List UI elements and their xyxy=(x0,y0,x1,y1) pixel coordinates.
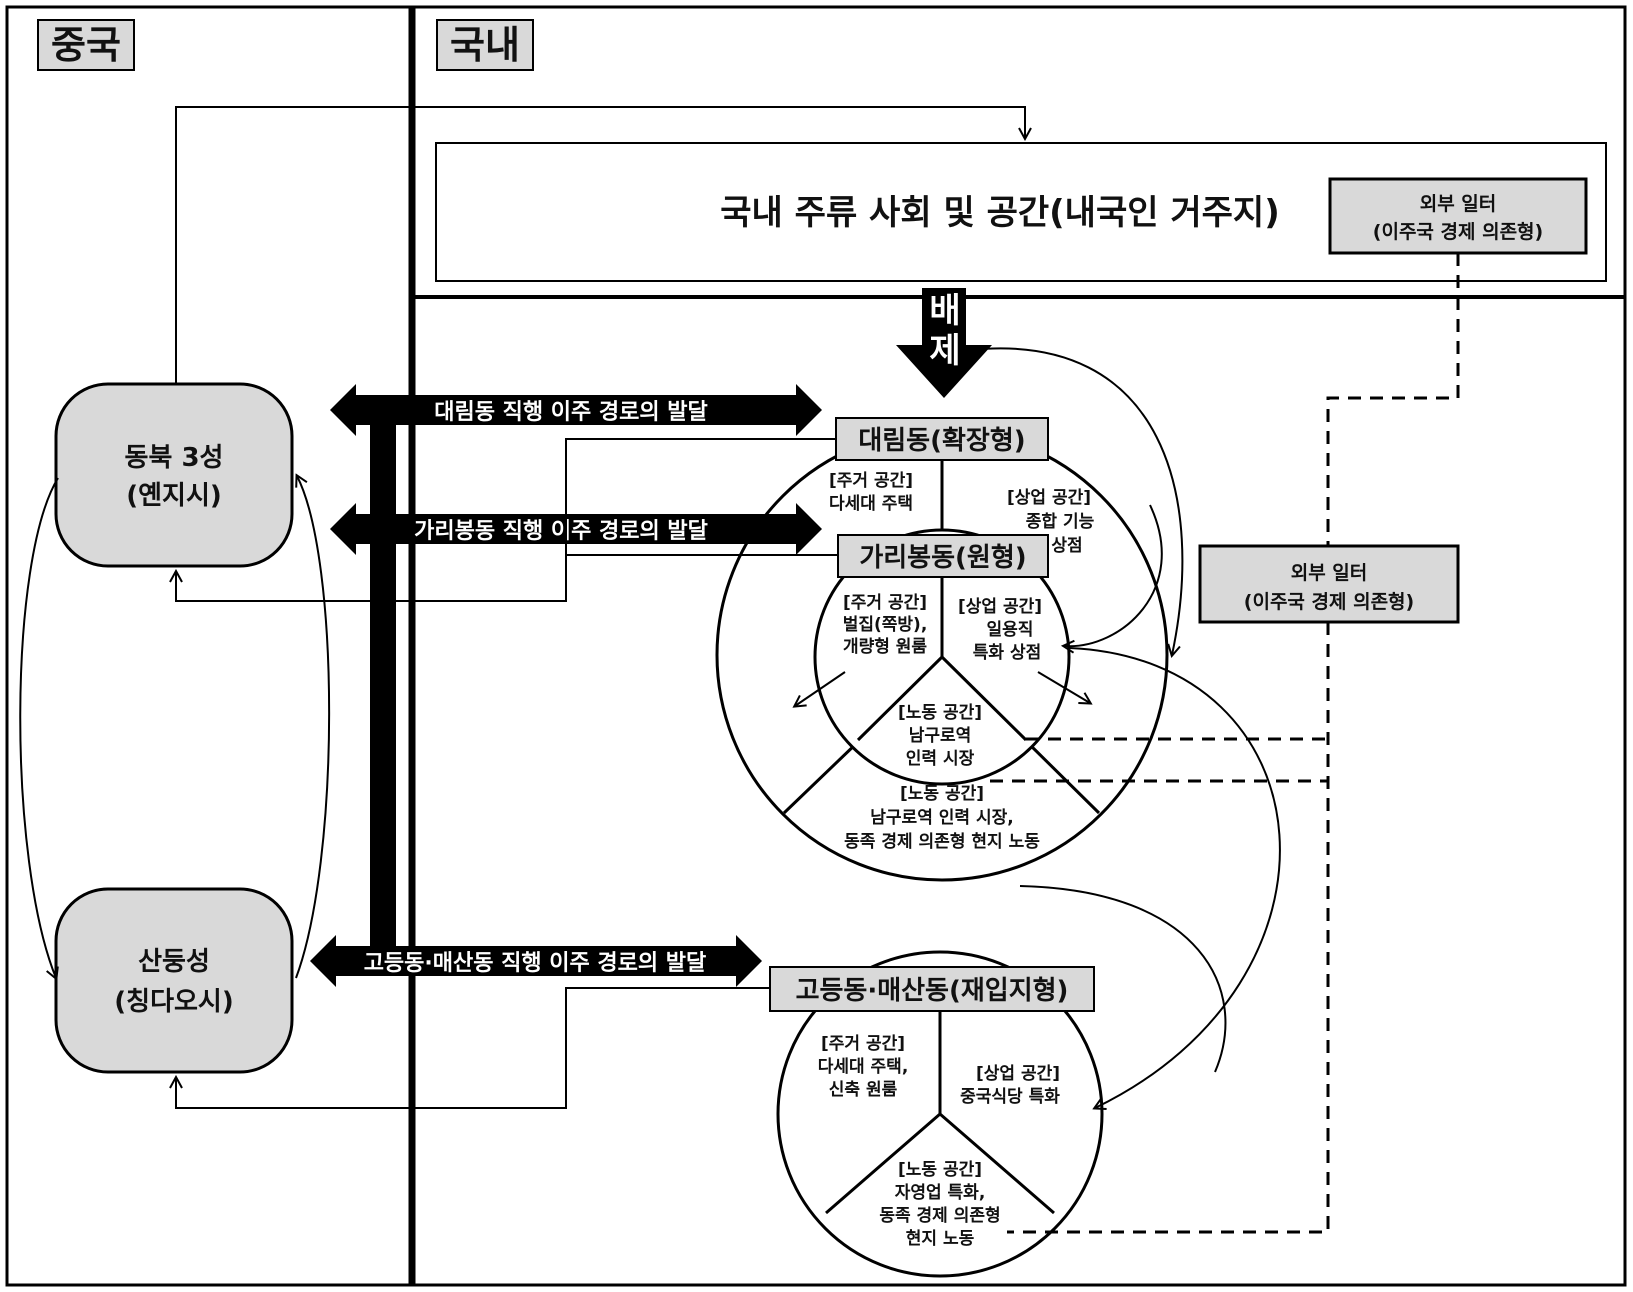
daerim-residence-line1: [주거 공간] xyxy=(829,471,913,491)
sandong-line1: 산둥성 xyxy=(138,947,210,977)
curve-exclusion-to-daerim xyxy=(969,347,1184,655)
daerim-commerce-line1: [상업 공간] xyxy=(1007,488,1091,508)
curve-daerim-lower-branch xyxy=(1019,885,1227,1073)
dashed-links xyxy=(990,253,1460,1234)
daerim-commerce-line3: 상점 xyxy=(1051,536,1082,556)
outer-frame xyxy=(5,5,1627,1287)
external-job-top-line1: 외부 일터 xyxy=(1420,193,1497,215)
dongbuk-box: 동북 3성 (옌지시) xyxy=(54,382,294,568)
godeung-labor-line3: 동족 경제 의존형 xyxy=(879,1205,1000,1226)
return-daerim-to-dongbuk xyxy=(176,438,836,602)
garibong-title: 가리봉동(원형) xyxy=(859,543,1026,573)
garibong-commerce-line3: 특화 상점 xyxy=(973,643,1041,663)
exclusion-char2: 제 xyxy=(929,331,960,371)
garibong-labor-line3: 인력 시장 xyxy=(906,749,975,769)
expansion-arrow-right xyxy=(1037,671,1090,703)
daerim-title: 대림동(확장형) xyxy=(858,426,1025,456)
curve-dongbuk-to-sandong xyxy=(19,477,59,978)
daerim-labor-line1: [노동 공간] xyxy=(900,784,984,804)
garibong-labor-line1: [노동 공간] xyxy=(898,703,982,723)
expansion-arrow-left xyxy=(795,671,846,706)
garibong-labor-line2: 남구로역 xyxy=(909,726,972,746)
china-label: 중국 xyxy=(51,23,121,67)
godeung-residence-line1: [주거 공간] xyxy=(821,1034,905,1054)
godeung-labor-line1: [노동 공간] xyxy=(898,1160,982,1180)
garibong-residence-line1: [주거 공간] xyxy=(843,593,927,613)
godeung-title-box: 고등동·매산동(재입지형) xyxy=(769,966,1095,1012)
curve-daerim-to-garibong xyxy=(1064,504,1163,646)
domestic-header: 국내 xyxy=(436,19,534,71)
sandong-box: 산둥성 (칭다오시) xyxy=(54,887,294,1074)
external-job-middle-line1: 외부 일터 xyxy=(1291,562,1368,584)
domestic-label: 국내 xyxy=(450,23,520,67)
route-garibong: 가리봉동 직행 이주 경로의 발달 xyxy=(330,503,822,555)
return-godeung-to-sandong xyxy=(176,987,770,1109)
garibong-residence-line2: 벌집(쪽방), xyxy=(843,615,928,635)
exclusion-arrow: 배 제 xyxy=(896,288,992,398)
garibong-title-box: 가리봉동(원형) xyxy=(837,534,1049,578)
route-trunk xyxy=(370,400,396,948)
godeung-commerce-line1: [상업 공간] xyxy=(976,1064,1060,1084)
daerim-labor-line2: 남구로역 인력 시장, xyxy=(870,808,1013,828)
sandong-line2: (칭다오시) xyxy=(114,987,233,1017)
garibong-commerce-line2: 일용직 xyxy=(987,620,1034,640)
mainstream-label: 국내 주류 사회 및 공간(내국인 거주지) xyxy=(720,193,1279,233)
dongbuk-line2: (옌지시) xyxy=(126,481,222,511)
daerim-labor-line3: 동족 경제 의존형 현지 노동 xyxy=(844,831,1040,852)
dashed-middle-to-godeung xyxy=(1007,622,1330,1234)
dongbuk-line1: 동북 3성 xyxy=(125,443,224,473)
china-header: 중국 xyxy=(37,19,135,71)
route-godeung: 고등동·매산동 직행 이주 경로의 발달 xyxy=(310,935,762,987)
garibong-circle xyxy=(813,528,1071,786)
godeung-labor-line4: 현지 노동 xyxy=(906,1229,975,1249)
external-job-top-line2: (이주국 경제 의존형) xyxy=(1373,221,1543,243)
external-job-middle-line2: (이주국 경제 의존형) xyxy=(1244,591,1414,613)
godeung-residence-line3: 신축 원룸 xyxy=(829,1080,898,1100)
daerim-commerce-line2: 종합 기능 xyxy=(1026,511,1095,532)
daerim-title-box: 대림동(확장형) xyxy=(835,417,1049,461)
garibong-residence-line3: 개량형 원룸 xyxy=(843,636,927,657)
godeung-labor-line2: 자영업 특화, xyxy=(895,1183,986,1203)
external-job-box-top: 외부 일터 (이주국 경제 의존형) xyxy=(1328,177,1588,255)
route-garibong-label: 가리봉동 직행 이주 경로의 발달 xyxy=(414,519,708,544)
exclusion-char1: 배 xyxy=(929,291,960,331)
route-daerim: 대림동 직행 이주 경로의 발달 xyxy=(330,384,822,436)
dashed-top-to-middle xyxy=(1326,253,1460,546)
route-daerim-label: 대림동 직행 이주 경로의 발달 xyxy=(434,400,708,425)
godeung-commerce-line2: 중국식당 특화 xyxy=(960,1087,1060,1107)
curve-sandong-to-dongbuk xyxy=(295,476,331,979)
godeung-title: 고등동·매산동(재입지형) xyxy=(796,976,1069,1006)
curve-garibong-to-godeung xyxy=(1069,647,1281,1108)
external-job-box-middle: 외부 일터 (이주국 경제 의존형) xyxy=(1198,544,1460,624)
godeung-residence-line2: 다세대 주택, xyxy=(818,1057,909,1077)
garibong-commerce-line1: [상업 공간] xyxy=(958,597,1042,617)
godeung-circle xyxy=(776,950,1104,1278)
route-godeung-label: 고등동·매산동 직행 이주 경로의 발달 xyxy=(364,951,707,976)
daerim-residence-line2: 다세대 주택 xyxy=(829,494,913,514)
route-dongbuk-to-mainstream xyxy=(175,106,1025,384)
